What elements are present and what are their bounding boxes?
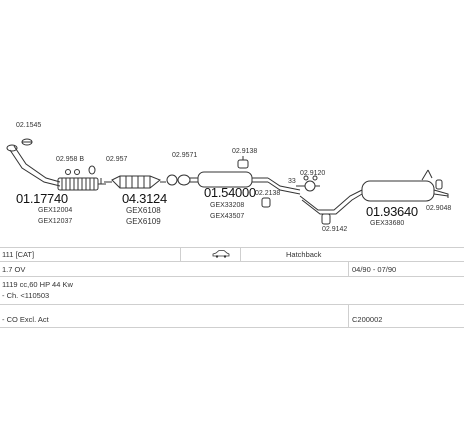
table-divider [180, 247, 181, 261]
exhaust-diagram: 02.1545 01.17740 GEX12004 GEX12037 02.95… [6, 122, 452, 233]
bottom-bracket-part [321, 213, 331, 225]
hanger-1-part [261, 197, 271, 208]
date-range-cell: 04/90 - 07/90 [352, 265, 397, 274]
table-row: - Ch. <110503 [0, 290, 464, 301]
hanger-2-part [421, 169, 443, 190]
engine-spec-cell: 1119 cc,60 HP 44 Kw [2, 280, 73, 289]
exhaust-drawing [6, 138, 449, 225]
label-gex6109: GEX6109 [126, 217, 161, 226]
front-pipe-part [6, 144, 106, 191]
table-divider [348, 261, 349, 276]
gasket-part [65, 169, 102, 184]
label-01-54000: 01.54000 [204, 185, 256, 200]
table-rule [0, 276, 464, 277]
table-rule [0, 304, 464, 305]
engine-code-cell: 1.7 OV [2, 265, 26, 274]
label-02-9142: 02.9142 [322, 226, 348, 233]
label-gex33208: GEX33208 [210, 202, 245, 209]
car-icon [212, 249, 230, 260]
label-gex12037: GEX12037 [38, 218, 73, 225]
label-02-9048: 02.9048 [426, 205, 452, 212]
clamp-front-part [21, 138, 33, 146]
table-rule [0, 261, 464, 262]
label-gex43507: GEX43507 [210, 213, 245, 220]
table-rule [0, 247, 464, 248]
label-33: 33 [288, 178, 296, 185]
table-divider [240, 247, 241, 261]
label-02-9571: 02.9571 [172, 152, 198, 159]
label-gex33680: GEX33680 [370, 220, 405, 227]
label-02-1545: 02.1545 [16, 122, 42, 129]
model-cell: 111 [CAT] [2, 250, 35, 259]
body-cell: Hatchback [286, 250, 322, 259]
table-divider [348, 304, 349, 327]
table-row: 1119 cc,60 HP 44 Kw [0, 279, 464, 290]
rear-pipe-part [299, 180, 449, 215]
chassis-cell: - Ch. <110503 [2, 291, 50, 300]
label-02-958b: 02.958 B [56, 156, 85, 163]
label-gex6108: GEX6108 [126, 206, 161, 215]
note-cell: - CO Excl. Act [2, 315, 49, 324]
label-04-3124: 04.3124 [122, 191, 167, 206]
label-gex12004: GEX12004 [38, 207, 73, 214]
label-02-9138: 02.9138 [232, 148, 258, 155]
label-01-17740: 01.17740 [16, 191, 68, 206]
catalyst-part [104, 175, 166, 189]
label-02-9120: 02.9120 [300, 170, 326, 177]
mount-1-part [237, 156, 249, 169]
label-02-957: 02.957 [106, 156, 128, 163]
table-row: - CO Excl. Act C200002 [0, 314, 464, 325]
table-row: 111 [CAT] Hatchback [0, 249, 464, 260]
label-01-93640: 01.93640 [366, 204, 418, 219]
code-cell: C200002 [352, 315, 383, 324]
table-rule [0, 327, 464, 328]
table-row: 1.7 OV 04/90 - 07/90 [0, 264, 464, 275]
label-02-2138: 02.2138 [255, 190, 281, 197]
clamp-2-part [88, 165, 96, 175]
middle-pipe-part [166, 171, 301, 195]
mount-2-part [296, 175, 320, 192]
